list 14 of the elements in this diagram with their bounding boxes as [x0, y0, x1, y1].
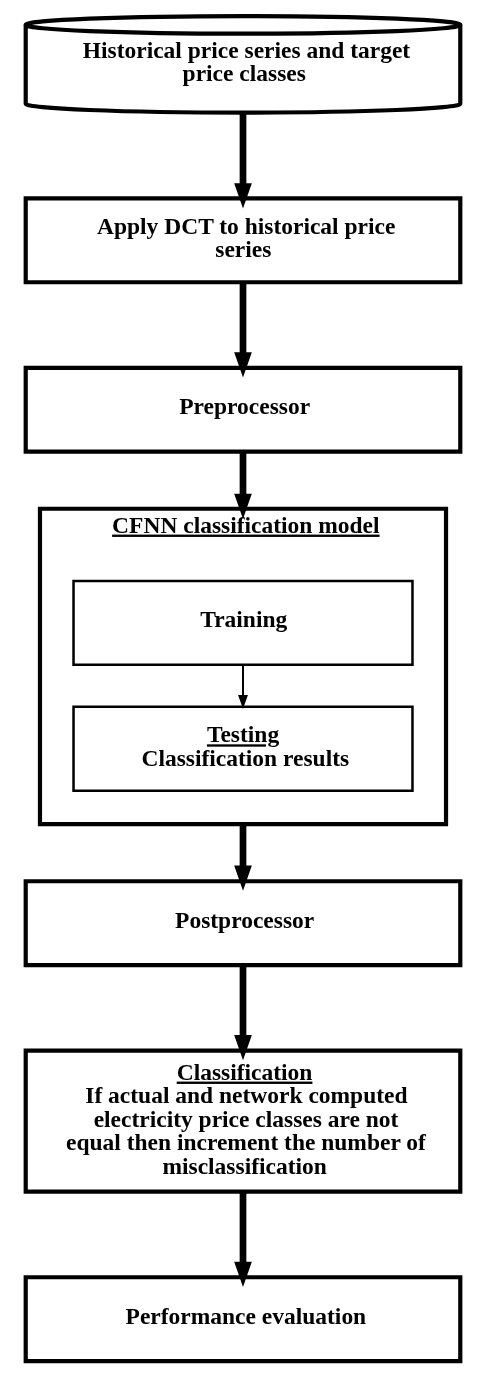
arrow — [233, 824, 252, 891]
arrow — [233, 1192, 252, 1288]
node-box: Apply DCT to historical price series — [23, 196, 462, 285]
arrow — [233, 451, 252, 519]
node-box: Classification If actual and network computed electricity price classes are not equal then increment the number of misclassification — [23, 1048, 462, 1194]
arrow — [233, 112, 252, 209]
node-box: Training — [71, 579, 414, 667]
node-box: Testing Classification results — [71, 705, 414, 792]
arrow — [233, 282, 252, 378]
arrow — [237, 665, 248, 710]
node-box: Preprocessor — [23, 365, 462, 454]
node-box: Postprocessor — [23, 879, 462, 968]
arrow — [233, 965, 252, 1061]
node-box: Performance evaluation — [23, 1275, 462, 1364]
